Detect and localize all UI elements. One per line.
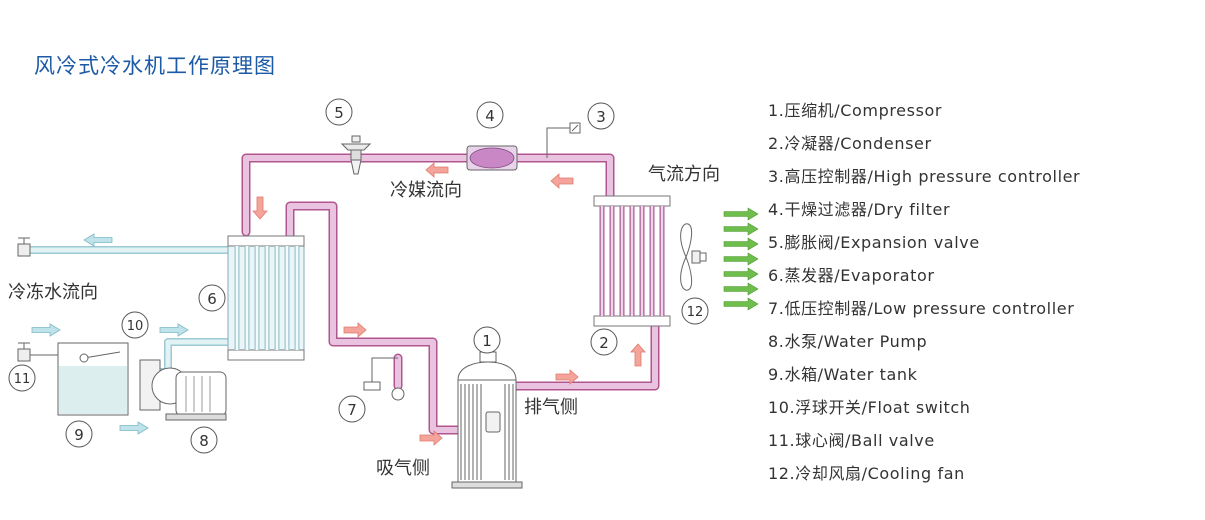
marker-2 — [590, 328, 618, 356]
ball-valve — [17, 237, 58, 362]
legend-item-condenser: 2.冷凝器/Condenser — [768, 134, 932, 153]
marker-8 — [190, 426, 218, 454]
marker-10 — [121, 311, 149, 339]
marker-label-12: 12 — [687, 305, 704, 320]
marker-label-5: 5 — [334, 104, 344, 122]
marker-label-3: 3 — [596, 108, 606, 126]
marker-9 — [65, 420, 93, 448]
legend-item-evaporator: 6.蒸发器/Evaporator — [768, 266, 935, 285]
marker-7 — [338, 395, 366, 423]
refrigerant-flow-label: 冷媒流向 — [390, 180, 462, 201]
low-pressure-controller — [363, 357, 405, 401]
legend-item-compressor: 1.压缩机/Compressor — [768, 101, 943, 120]
marker-label-2: 2 — [599, 334, 609, 352]
marker-6 — [198, 284, 226, 312]
water-tank — [57, 342, 129, 416]
suction-side-label: 吸气侧 — [376, 458, 430, 479]
marker-label-7: 7 — [347, 401, 357, 419]
page-title: 风冷式冷水机工作原理图 — [34, 54, 276, 78]
legend-item-high-pressure-controller: 3.高压控制器/High pressure controller — [768, 167, 1081, 186]
marker-label-1: 1 — [482, 332, 492, 350]
cooling-fan — [680, 223, 707, 291]
airflow-direction-label: 气流方向 — [648, 164, 720, 185]
marker-1 — [473, 326, 501, 354]
legend-item-dry-filter: 4.干燥过滤器/Dry filter — [768, 200, 951, 219]
legend-item-cooling-fan: 12.冷却风扇/Cooling fan — [768, 464, 965, 483]
marker-3 — [587, 102, 615, 130]
marker-11 — [8, 364, 36, 392]
marker-4 — [476, 101, 504, 129]
water-pump — [139, 359, 227, 421]
marker-label-4: 4 — [485, 107, 495, 125]
component-legend: 1.压缩机/Compressor 2.冷凝器/Condenser 3.高压控制器… — [768, 99, 1080, 495]
marker-label-8: 8 — [199, 432, 209, 450]
discharge-side-label: 排气侧 — [524, 397, 578, 418]
component-markers — [8, 98, 709, 454]
condenser — [593, 195, 671, 327]
marker-5 — [325, 98, 353, 126]
marker-12 — [681, 297, 709, 325]
marker-label-6: 6 — [207, 290, 217, 308]
evaporator — [227, 235, 305, 361]
marker-label-9: 9 — [74, 426, 84, 444]
legend-item-float-switch: 10.浮球开关/Float switch — [768, 398, 971, 417]
legend-item-water-tank: 9.水箱/Water tank — [768, 365, 918, 384]
marker-label-10: 10 — [127, 319, 144, 334]
chilled-water-flow-label: 冷冻水流向 — [8, 282, 98, 303]
legend-item-expansion-valve: 5.膨胀阀/Expansion valve — [768, 233, 980, 252]
dry-filter — [466, 145, 518, 171]
refrigerant-pipes — [241, 153, 660, 435]
legend-item-water-pump: 8.水泵/Water Pump — [768, 332, 928, 351]
high-pressure-controller — [546, 122, 581, 158]
expansion-valve — [340, 135, 372, 175]
legend-item-ball-valve: 11.球心阀/Ball valve — [768, 431, 935, 450]
marker-label-11: 11 — [14, 372, 31, 387]
airflow-arrows — [723, 207, 759, 311]
compressor — [451, 351, 523, 489]
legend-item-low-pressure-controller: 7.低压控制器/Low pressure controller — [768, 299, 1075, 318]
